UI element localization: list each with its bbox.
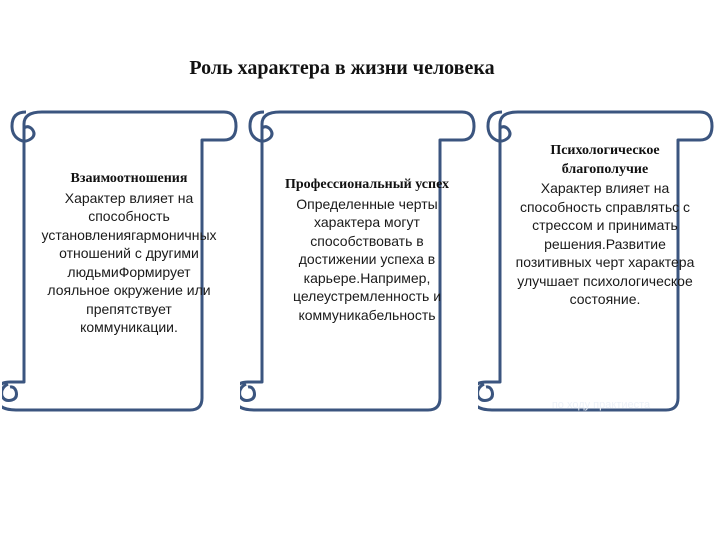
scroll-shape bbox=[478, 110, 714, 412]
card-body: Характер влияет на способность установле… bbox=[41, 189, 217, 336]
card-heading: Взаимоотношения bbox=[70, 171, 188, 186]
scroll-card-psychological-wellbeing: Психологическое благополучие Характер вл… bbox=[478, 108, 718, 418]
page-title: Роль характера в жизни человека bbox=[189, 57, 495, 79]
card-body: Характер влияет на способность справлять… bbox=[515, 180, 695, 307]
card-heading: Профессиональный успех bbox=[284, 177, 450, 192]
card-text: Психологическое благополучие Характер вл… bbox=[514, 142, 696, 309]
watermark: по ходу практиеста bbox=[551, 399, 651, 411]
card-text: Взаимоотношения Характер влияет на спосо… bbox=[38, 170, 220, 337]
card-heading: Психологическое благополучие bbox=[550, 143, 660, 177]
scroll-shape bbox=[240, 110, 476, 412]
card-text: Профессиональный успех Определенные черт… bbox=[276, 176, 458, 324]
scroll-shape bbox=[2, 110, 238, 412]
scroll-card-relationships: Взаимоотношения Характер влияет на спосо… bbox=[2, 108, 242, 418]
scroll-card-career-success: Профессиональный успех Определенные черт… bbox=[240, 108, 480, 418]
card-body: Определенные черты характера могут спосо… bbox=[292, 195, 442, 323]
